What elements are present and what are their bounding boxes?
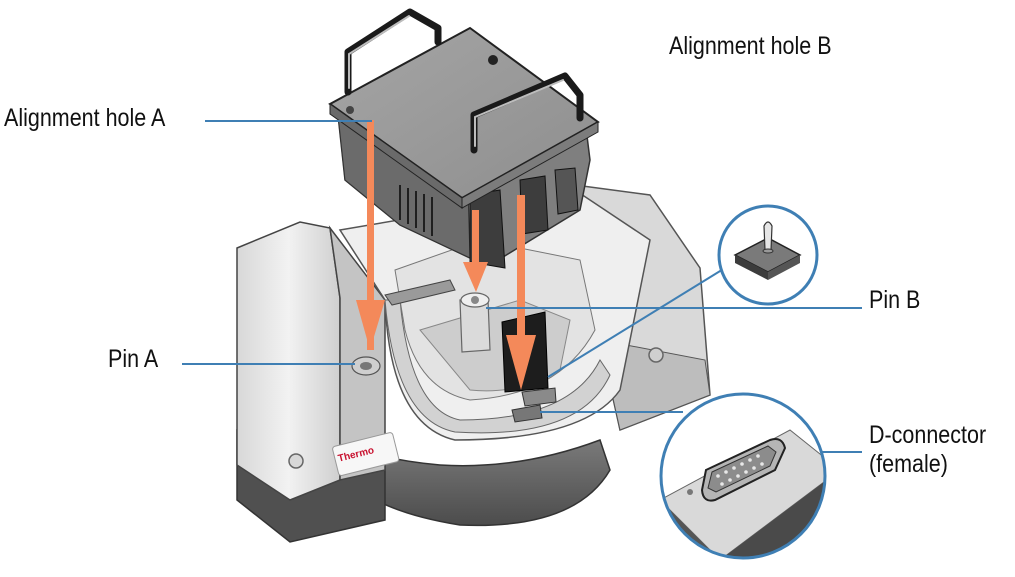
base-unit [236, 184, 711, 543]
insertion-arrows [356, 120, 536, 390]
arrow-b-shaft [472, 210, 479, 275]
label-d-connector: D-connector (female) [869, 421, 986, 479]
label-pin-a: Pin A [108, 345, 159, 373]
zoom-circle-d-connector [659, 392, 827, 560]
label-d-connector-line2: (female) [869, 449, 948, 478]
arrow-c-shaft [517, 195, 525, 375]
label-alignment-hole-a: Alignment hole A [4, 104, 166, 132]
arrow-a-shaft [367, 120, 374, 350]
label-d-connector-line1: D-connector [869, 421, 987, 449]
pin-detail-callout [717, 204, 819, 306]
leader-zoom-pin [547, 267, 726, 378]
arrow-a-head [356, 300, 385, 350]
d-connector-detail-callout [659, 392, 827, 560]
cartridge-assembly [328, 8, 600, 269]
label-pin-b: Pin B [869, 286, 921, 314]
arrow-c-head [506, 335, 536, 390]
arrow-b-head [463, 262, 488, 292]
label-alignment-hole-b: Alignment hole B [669, 32, 832, 60]
logo-plate [332, 432, 400, 476]
zoom-circle-pin [717, 204, 819, 306]
